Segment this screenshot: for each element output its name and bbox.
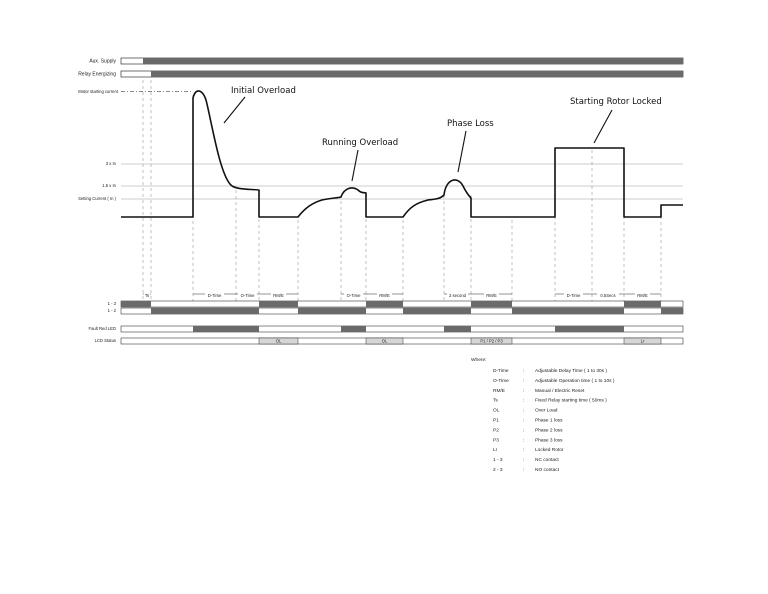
legend-sep: :: [523, 428, 524, 433]
current-waveform: [121, 90, 683, 218]
legend-sep: :: [523, 379, 524, 384]
legend-desc: Phase 2 loss: [535, 427, 563, 433]
legend-desc: Adjustable Delay Time ( 1 to 30s ): [535, 368, 607, 374]
lcd-ol-1: OL: [276, 339, 282, 344]
timing-markers: [142, 80, 662, 305]
setting-current-label: Setting Current ( In ): [78, 196, 117, 201]
legend-desc: Fixed Relay starting time ( 50ms ): [535, 398, 607, 404]
legend-sep: :: [523, 389, 524, 394]
contact-12-label: 1 - 2: [108, 308, 117, 313]
three-x-in-label: 3 x In: [106, 161, 117, 166]
one-five-x-in-label: 1.5 x In: [102, 183, 116, 188]
fault-led-row: Fault Red LED: [89, 325, 684, 333]
o-time-label-2: O-Time: [347, 293, 361, 298]
d-time-label-1: D-Time: [208, 293, 222, 298]
rme-label-2: RM/E: [379, 293, 390, 298]
d-time-label-2: D-Time: [567, 293, 581, 298]
legend-sep: :: [523, 448, 524, 453]
lcd-phases: P1 / P2 / P3: [480, 339, 503, 344]
contact-12-row: 1 - 2: [108, 307, 684, 315]
legend-sep: :: [523, 409, 524, 414]
ts-label: Ts: [145, 293, 149, 298]
o-time-label-1: O-Time: [241, 293, 255, 298]
legend-abbr: RM/E: [493, 388, 505, 394]
legend-desc: Adjustable Operation time ( 1 to 10s ): [535, 378, 615, 384]
legend-sep: :: [523, 468, 524, 473]
lcd-lr: Lr: [641, 339, 645, 344]
lcd-status-row: LCD Status OL OL P1 / P2 / P3 Lr: [95, 337, 684, 345]
starting-rotor-locked-pointer: [593, 109, 613, 144]
legend-desc: Phase 3 loss: [535, 437, 563, 443]
contact-13-label: 1 - 3: [108, 301, 117, 306]
legend-sep: :: [523, 419, 524, 424]
legend-abbr: P3: [493, 437, 499, 443]
legend-desc: Locked Rotor: [535, 447, 564, 453]
legend: Where: D-Time: Adjustable Delay Time ( 1 …: [471, 357, 615, 473]
legend-abbr: P1: [493, 418, 499, 424]
legend-desc: Manual / Electric Reset: [535, 388, 585, 394]
legend-desc: Phase 1 loss: [535, 418, 563, 424]
relay-energizing-bar: [151, 71, 683, 77]
relay-energizing-label: Relay Energizing: [78, 72, 116, 78]
legend-sep: :: [523, 458, 524, 463]
legend-desc: NO contact: [535, 467, 560, 473]
motor-starting-current-label: Motor starting current: [78, 89, 119, 94]
aux-supply-label: Aux. Supply: [89, 59, 116, 65]
initial-overload-label: Initial Overload: [231, 86, 296, 96]
legend-abbr: Lr: [493, 447, 498, 453]
starting-rotor-locked-label: Starting Rotor Locked: [570, 97, 662, 107]
legend-abbr: D-Time: [493, 368, 509, 374]
timing-interval-labels: Ts D-Time O-Time RM/E O-Time RM/E 3 seco…: [144, 292, 650, 298]
legend-items: D-Time: Adjustable Delay Time ( 1 to 30s …: [493, 368, 615, 473]
three-second-label: 3 second: [449, 293, 467, 298]
phase-loss-pointer: [457, 130, 467, 173]
legend-desc: NC contact: [535, 457, 559, 463]
fault-led-label: Fault Red LED: [89, 326, 116, 331]
zero-five-secs-label: 0.5Secs: [600, 293, 615, 298]
legend-abbr: O-Time: [493, 378, 509, 384]
legend-abbr: 1 - 3: [493, 457, 503, 463]
legend-abbr: OL: [493, 408, 500, 414]
legend-abbr: Ts: [493, 398, 498, 404]
lcd-status-label: LCD Status: [95, 338, 116, 343]
running-overload-pointer: [351, 149, 359, 182]
rme-label-4: RM/E: [637, 293, 648, 298]
aux-supply-bar: [143, 58, 683, 64]
legend-abbr: P2: [493, 427, 499, 433]
legend-sep: :: [523, 369, 524, 374]
contact-13-row: 1 - 3: [108, 300, 684, 308]
phase-loss-label: Phase Loss: [447, 119, 494, 129]
legend-abbr: 2 - 3: [493, 467, 503, 473]
rme-label-3: RM/E: [486, 293, 497, 298]
rme-label-1: RM/E: [273, 293, 284, 298]
annotations: Initial Overload Running Overload Phase …: [223, 86, 662, 182]
running-overload-label: Running Overload: [322, 138, 398, 148]
aux-supply-row: Aux. Supply: [89, 57, 684, 65]
legend-sep: :: [523, 438, 524, 443]
legend-sep: :: [523, 399, 524, 404]
relay-energizing-row: Relay Energizing: [78, 70, 684, 78]
initial-overload-pointer: [223, 96, 246, 124]
legend-title: Where:: [471, 357, 486, 363]
lcd-ol-2: OL: [382, 339, 388, 344]
legend-desc: Over Load: [535, 408, 558, 414]
